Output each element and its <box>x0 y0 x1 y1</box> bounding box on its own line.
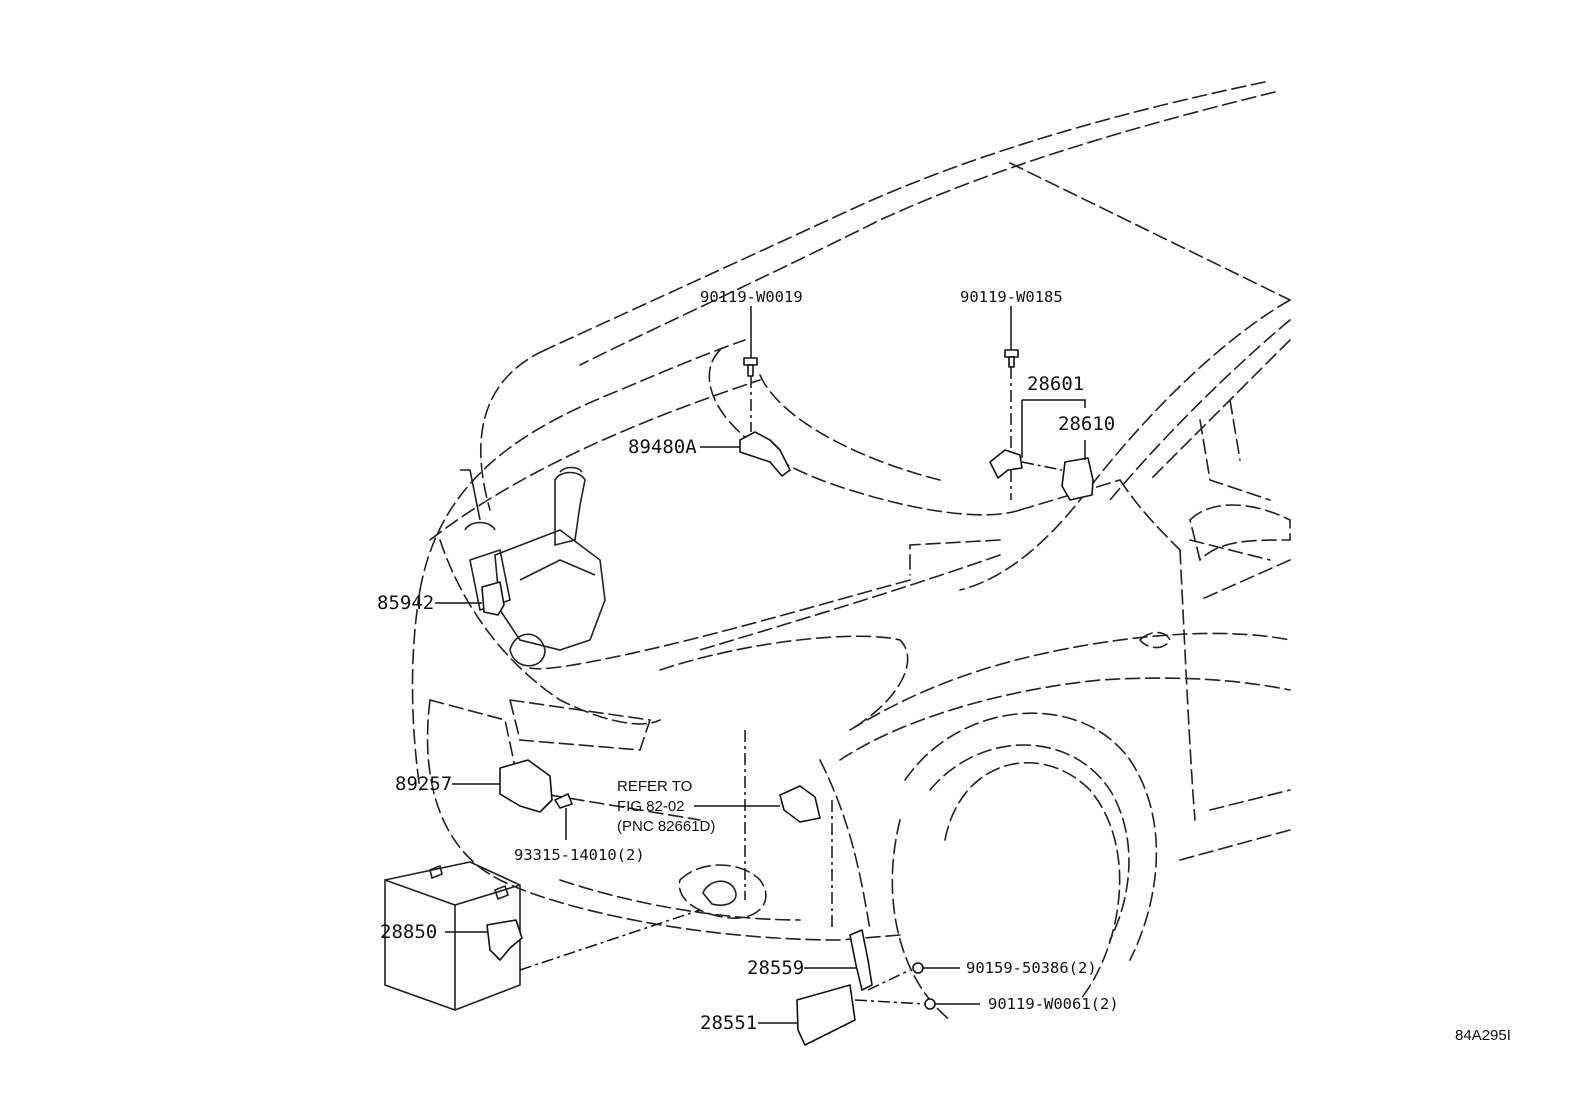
bolt-93315-shape <box>554 793 573 809</box>
label-90119-w0061: 90119-W0061(2) <box>988 995 1119 1013</box>
label-89480a: 89480A <box>628 436 697 458</box>
sensor-28850-shape <box>486 919 523 961</box>
car-body-outline <box>411 81 1291 1021</box>
relay-28610-shape <box>1061 457 1094 501</box>
label-90159-50386: 90159-50386(2) <box>966 959 1097 977</box>
label-28559: 28559 <box>747 957 804 979</box>
label-85942: 85942 <box>377 592 434 614</box>
label-28601: 28601 <box>1027 373 1084 395</box>
label-89257: 89257 <box>395 773 452 795</box>
part-85942-shape <box>481 581 505 616</box>
bolt-90159-shape <box>912 962 924 974</box>
label-28610: 28610 <box>1058 413 1115 435</box>
ecu-89257-shape <box>499 759 553 813</box>
bolt-90119-w0061-shape <box>924 998 936 1010</box>
bracket-28551-shape <box>796 984 856 1046</box>
label-90119-w0185: 90119-W0185 <box>960 288 1063 306</box>
battery-drawing <box>384 861 521 1011</box>
part-shapes <box>481 349 1094 1046</box>
bracket-28601-shape <box>989 449 1023 479</box>
sensor-89480a-shape <box>739 431 791 477</box>
label-90119-w0019: 90119-W0019 <box>700 288 803 306</box>
bolt-90119-w0185-shape <box>1004 349 1019 368</box>
fuse-box-82661d-shape <box>779 785 821 823</box>
bracket-28559-shape <box>849 929 873 991</box>
engine-bay-detail <box>460 466 606 667</box>
figure-reference-code: 84A295I <box>1455 1027 1511 1044</box>
label-fig-82-02: FIG 82-02 <box>617 798 685 815</box>
label-pnc-82661d: (PNC 82661D) <box>617 818 715 835</box>
label-28551: 28551 <box>700 1012 757 1034</box>
label-refer-to: REFER TO <box>617 778 692 795</box>
part-labels: 90119-W0019 90119-W0185 28601 28610 8948… <box>377 288 1511 1044</box>
leader-lines <box>435 306 1086 1024</box>
bolt-90119-w0019-shape <box>743 357 758 377</box>
label-93315-14010: 93315-14010(2) <box>514 846 645 864</box>
label-28850: 28850 <box>380 921 437 943</box>
